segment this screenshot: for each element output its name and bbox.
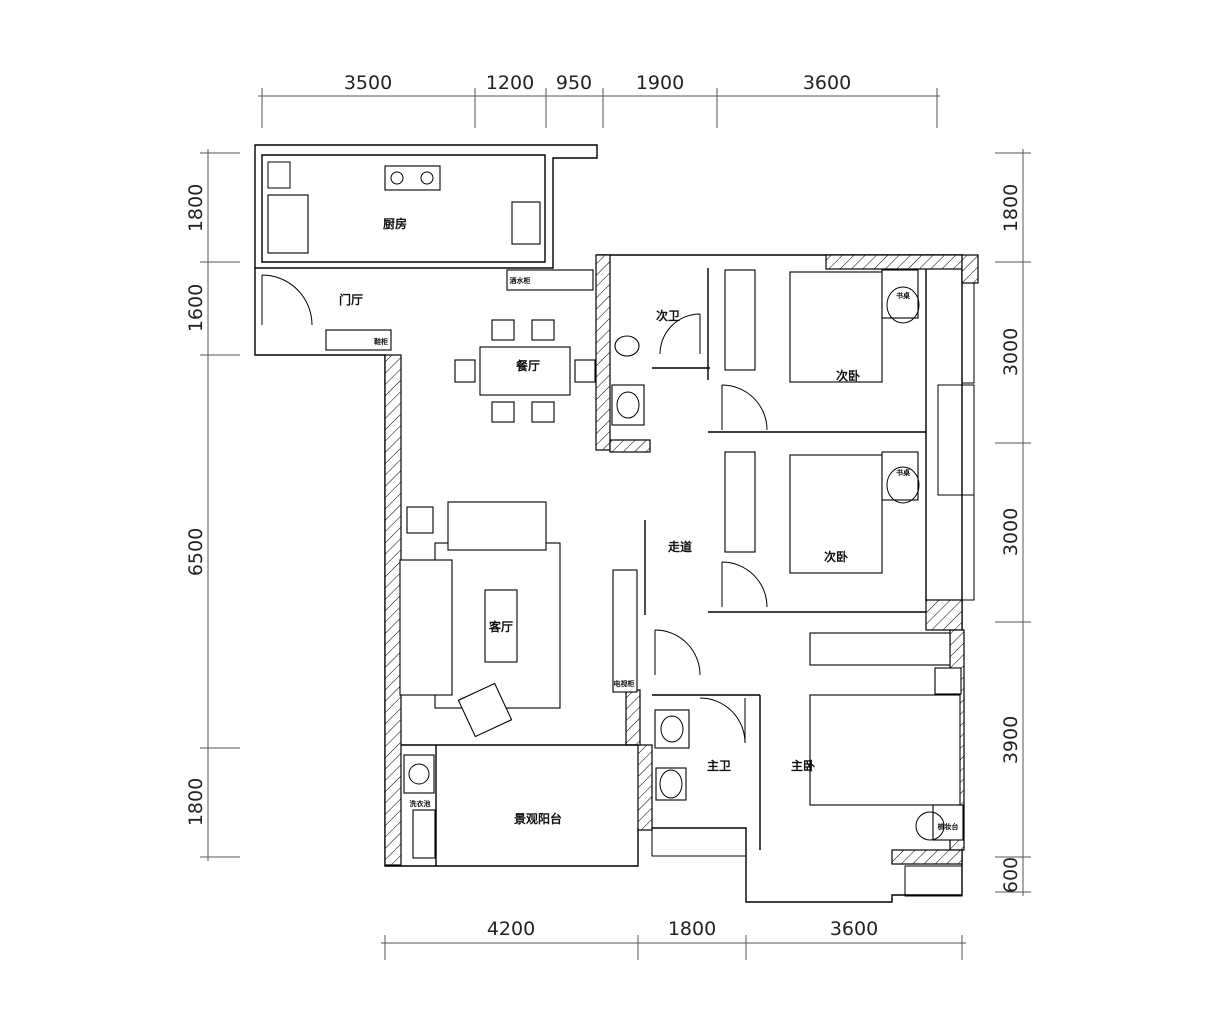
room-dining: 餐厅	[516, 358, 540, 373]
dim-top-2: 1200	[486, 72, 534, 94]
dim-right-4: 3900	[1000, 716, 1022, 764]
right-dimension-line: 1800 3000 3000 3900 600	[995, 149, 1031, 896]
room-master-bath: 主卫	[707, 758, 731, 773]
walls	[254, 144, 979, 903]
dim-top-5: 3600	[803, 72, 851, 94]
dim-left-2: 1600	[185, 284, 207, 332]
laundry: 洗衣池	[403, 754, 436, 859]
desk-a-label: 书桌	[896, 291, 910, 300]
dim-top-4: 1900	[636, 72, 684, 94]
room-labels: 厨房 门厅 餐厅 次卫 次卧 次卧 走道 客厅 主卫 主卧 景观阳台	[339, 216, 860, 826]
shoe-cabinet	[325, 329, 392, 351]
laundry-sink-label: 洗衣池	[410, 799, 431, 808]
master-bedroom-furniture: 梳妆台	[809, 632, 964, 841]
dim-right-1: 1800	[1000, 184, 1022, 232]
tv-cabinet	[612, 569, 638, 693]
dim-left-1: 1800	[185, 184, 207, 232]
wine-cabinet	[506, 269, 594, 291]
dim-right-5: 600	[1000, 857, 1022, 893]
room-bedroom-2b: 次卧	[824, 549, 848, 564]
bottom-dimension-line: 4200 1800 3600	[381, 918, 966, 960]
sofa-set	[399, 501, 561, 738]
shoe-cabinet-label: 鞋柜	[374, 337, 388, 346]
dim-left-4: 1800	[185, 778, 207, 826]
room-corridor: 走道	[668, 539, 692, 554]
wine-cabinet-label: 酒水柜	[510, 276, 531, 285]
desk-b-label: 书桌	[896, 468, 910, 477]
doors	[261, 274, 768, 744]
room-bedroom-2a: 次卧	[836, 368, 860, 383]
dim-top-1: 3500	[344, 72, 392, 94]
room-balcony: 景观阳台	[514, 811, 562, 826]
dim-left-3: 6500	[185, 528, 207, 576]
bedroom-a-furniture: 书桌	[724, 269, 920, 383]
top-dimension-line: 3500 1200 950 1900 3600	[258, 72, 940, 128]
room-foyer: 门厅	[339, 292, 363, 307]
room-living: 客厅	[488, 619, 513, 634]
tv-cabinet-label: 电视柜	[614, 679, 635, 688]
dim-bottom-2: 1800	[668, 918, 716, 940]
dim-right-2: 3000	[1000, 328, 1022, 376]
dim-bottom-3: 3600	[830, 918, 878, 940]
left-dimension-line: 1800 1600 6500 1800	[185, 149, 240, 861]
kitchen-fixtures	[267, 161, 541, 254]
dim-right-3: 3000	[1000, 508, 1022, 556]
bedroom-b-furniture: 书桌	[724, 451, 920, 574]
dim-top-3: 950	[556, 72, 592, 94]
room-kitchen: 厨房	[383, 216, 407, 231]
room-second-bath: 次卫	[656, 308, 680, 323]
dresser-label: 梳妆台	[938, 822, 959, 831]
room-master-bedroom: 主卧	[791, 758, 815, 773]
dim-bottom-1: 4200	[487, 918, 535, 940]
dining-table	[454, 319, 596, 423]
bath-fixtures	[611, 335, 690, 801]
